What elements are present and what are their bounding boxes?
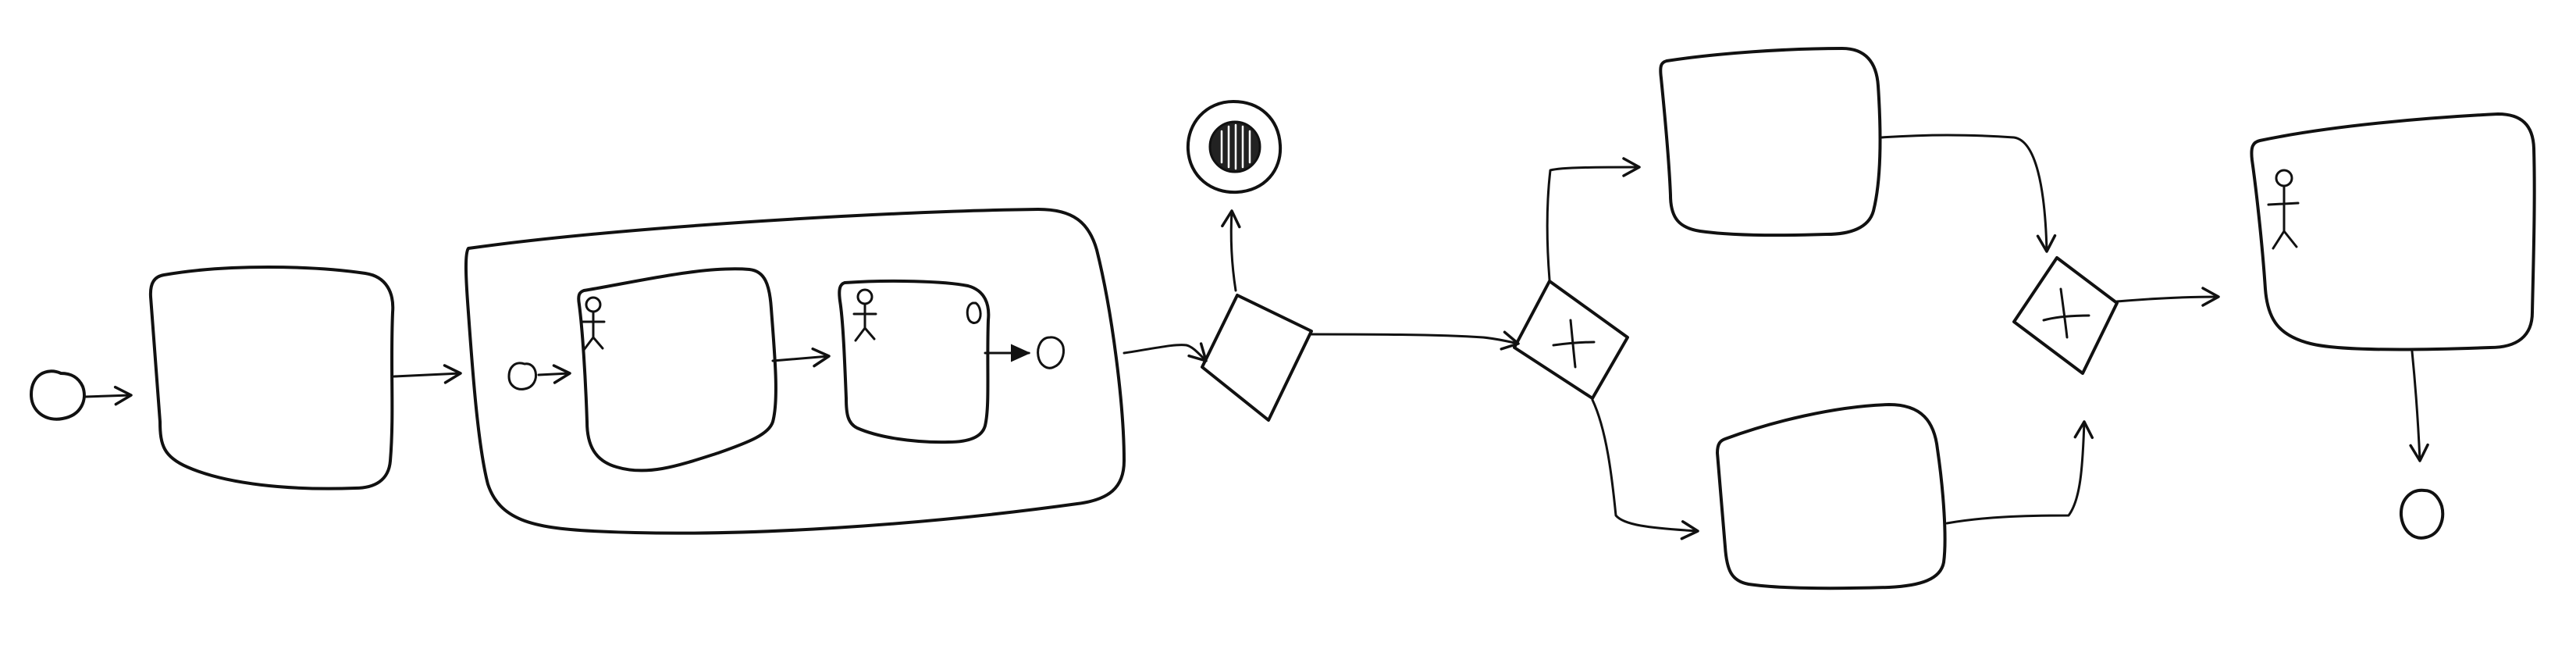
terminate-end-event bbox=[1186, 100, 1283, 194]
user-task-2 bbox=[838, 279, 991, 444]
person-icon bbox=[852, 288, 877, 342]
edge-gateway-to-parallel-split bbox=[1310, 330, 1520, 351]
task-upper-branch bbox=[1659, 47, 1882, 237]
end-event bbox=[2399, 488, 2445, 540]
edge-start-to-task-1 bbox=[84, 385, 133, 406]
edge-user-task-1-to-user-task-2 bbox=[771, 347, 831, 368]
subprocess bbox=[464, 208, 1126, 535]
sub-end-event bbox=[1037, 336, 1065, 369]
exclusive-gateway bbox=[1201, 294, 1313, 422]
person-icon bbox=[581, 296, 606, 351]
sub-start-event bbox=[507, 362, 537, 390]
edge-split-to-lower bbox=[1591, 398, 1699, 540]
person-icon bbox=[2267, 169, 2300, 250]
task-1 bbox=[148, 266, 395, 490]
user-task-3 bbox=[2250, 112, 2536, 351]
start-event-1 bbox=[30, 369, 86, 421]
parallel-gateway-join bbox=[2012, 256, 2119, 375]
parallel-gateway-split bbox=[1513, 280, 1629, 400]
edge-split-to-upper bbox=[1546, 157, 1641, 281]
edge-user-task-3-to-end bbox=[2409, 350, 2429, 462]
edge-sub-start-to-user-task-1 bbox=[537, 364, 571, 384]
edge-upper-to-join bbox=[1880, 134, 2057, 253]
edge-lower-to-join bbox=[1945, 420, 2094, 525]
task-lower-branch bbox=[1716, 403, 1947, 590]
boundary-event-icon bbox=[966, 301, 982, 324]
user-task-1 bbox=[577, 267, 777, 472]
edge-subprocess-to-gateway bbox=[1123, 342, 1208, 362]
edge-join-to-user-task-3 bbox=[2115, 287, 2220, 307]
edge-task-1-to-subprocess bbox=[393, 364, 462, 384]
edge-gateway-to-terminate bbox=[1221, 209, 1241, 292]
